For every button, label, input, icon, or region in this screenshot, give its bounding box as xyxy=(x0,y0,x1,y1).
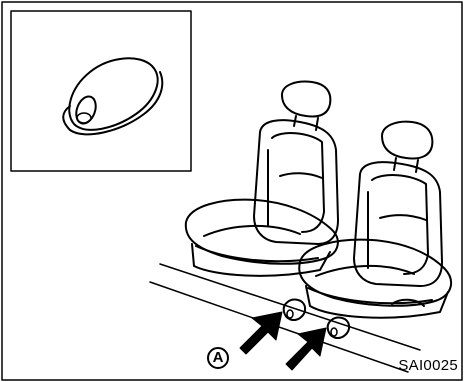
inset-detail-box xyxy=(11,11,191,171)
floor-sensor-front-icon xyxy=(284,300,305,320)
figure-code: SAI0025 xyxy=(398,357,458,374)
callout-a-label: A xyxy=(207,347,229,369)
floor-sensor-rear-icon xyxy=(328,318,349,338)
pointer-arrow-lower-icon xyxy=(286,328,326,370)
sensor-enlarged-icon xyxy=(63,58,162,134)
pointer-arrow-upper-icon xyxy=(240,312,282,354)
